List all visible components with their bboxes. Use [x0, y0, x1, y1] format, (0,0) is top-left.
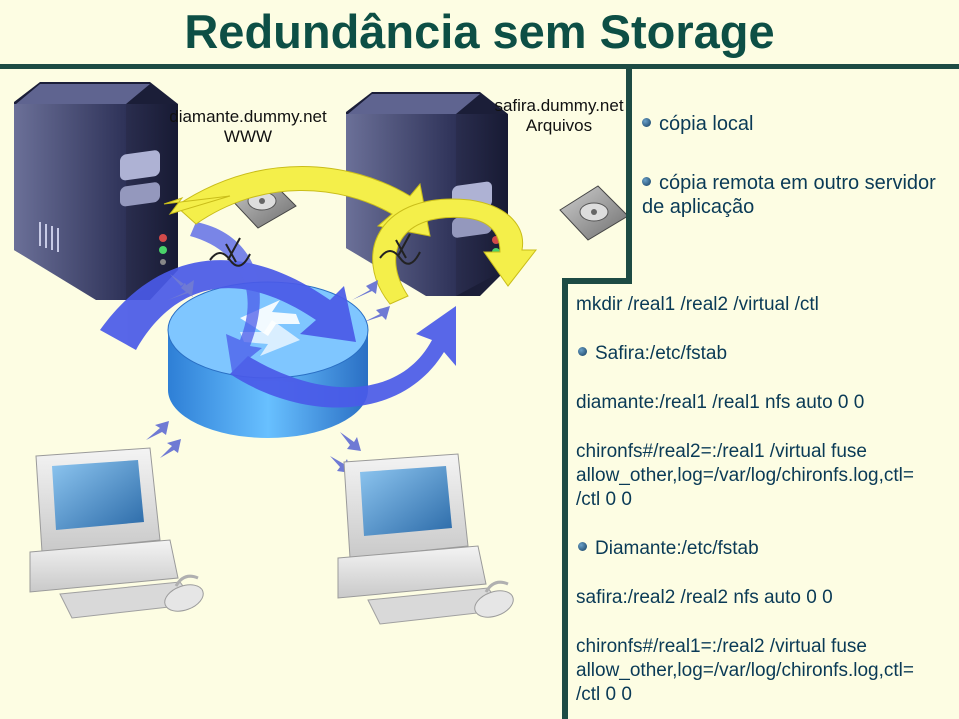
server-hostname: safira.dummy.net: [494, 96, 624, 115]
bullet-icon: [578, 542, 587, 551]
heading-text: Diamante:/etc/fstab: [595, 538, 759, 559]
slide-title: Redundância sem Storage: [184, 5, 775, 58]
mouse-icon: [474, 580, 514, 618]
bullet-icon: [578, 347, 587, 356]
server-hostname: diamante.dummy.net: [169, 107, 327, 126]
bullet-icon: [642, 177, 651, 186]
hard-disk-icon: [559, 185, 626, 241]
bullet-text: cópia local: [659, 113, 754, 135]
diamante-fstab-line-2b: allow_other,log=/var/log/chironfs.log,ct…: [576, 660, 914, 681]
server-service: WWW: [223, 127, 273, 146]
diamante-fstab-line-2a: chironfs#/real1=:/real2 /virtual fuse: [576, 636, 867, 657]
bullet-copia-local: cópia local: [642, 113, 754, 136]
mouse-icon: [164, 574, 204, 612]
lower-vertical-divider: [562, 278, 568, 719]
heading-text: Safira:/etc/fstab: [595, 343, 728, 364]
safira-fstab-heading: Safira:/etc/fstab: [578, 342, 727, 365]
server-service: Arquivos: [525, 116, 593, 135]
server-label-safira: safira.dummy.net Arquivos: [484, 96, 634, 136]
upper-vertical-divider: [626, 66, 632, 284]
safira-fstab-line-2b: allow_other,log=/var/log/chironfs.log,ct…: [576, 465, 914, 486]
sketch-marks: [209, 233, 421, 267]
bullet-copia-remota: cópia remota em outro servidor: [642, 172, 936, 195]
bullet-text: cópia remota em outro servidor: [659, 172, 936, 194]
yellow-arrows: [163, 166, 538, 305]
server-icon: [14, 82, 178, 300]
diamante-fstab-line-1: safira:/real2 /real2 nfs auto 0 0: [576, 587, 833, 608]
middle-divider: [562, 278, 632, 284]
safira-fstab-line-2c: /ctl 0 0: [576, 489, 632, 510]
workstation-icon: [29, 447, 204, 619]
safira-fstab-line-1: diamante:/real1 /real1 nfs auto 0 0: [576, 392, 865, 413]
bullet-icon: [642, 118, 651, 127]
connector-arrows: [146, 274, 390, 473]
blue-arrows: [100, 222, 456, 408]
diamante-fstab-heading: Diamante:/etc/fstab: [578, 537, 759, 560]
server-label-diamante: diamante.dummy.net WWW: [168, 107, 328, 147]
workstation-icon: [337, 453, 514, 625]
diamante-fstab-line-2c: /ctl 0 0: [576, 684, 632, 705]
safira-fstab-line-2a: chironfs#/real2=:/real1 /virtual fuse: [576, 441, 867, 462]
mkdir-command: mkdir /real1 /real2 /virtual /ctl: [576, 294, 819, 315]
network-diagram: [14, 82, 626, 625]
bullet-continuation: de aplicação: [642, 196, 755, 218]
top-divider: [0, 64, 959, 69]
